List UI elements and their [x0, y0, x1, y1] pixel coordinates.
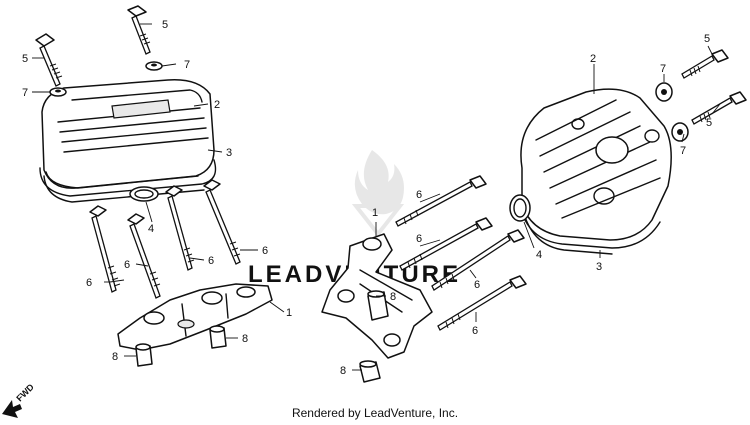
fwd-arrow-icon	[2, 400, 22, 418]
callout-left-stud-b: 6	[124, 259, 130, 271]
right-oring	[509, 194, 531, 222]
callout-left-holder: 1	[286, 307, 292, 319]
left-dowel-pin-b	[209, 325, 227, 349]
callout-right-holder: 1	[372, 207, 378, 219]
right-head-cover	[520, 88, 672, 241]
leader-lines	[32, 23, 721, 371]
left-dowel-pin-a	[135, 343, 153, 367]
callout-left-gasket: 3	[226, 147, 232, 159]
left-bolt-top-left	[35, 33, 63, 87]
callout-left-stud-a: 6	[86, 277, 92, 289]
left-stud-c	[165, 185, 195, 271]
right-stud-d	[437, 275, 527, 331]
callout-left-pin-b: 8	[242, 333, 248, 345]
callout-right-pin-a: 8	[390, 291, 396, 303]
left-head-cover	[41, 79, 215, 189]
right-cover-gasket	[519, 205, 661, 255]
callout-left-washer-right: 7	[184, 59, 190, 71]
callout-right-oring: 4	[536, 249, 542, 261]
right-stud-b	[399, 217, 493, 271]
callout-left-bolt-top-left: 5	[22, 53, 28, 65]
callout-right-stud-c: 6	[474, 279, 480, 291]
callout-right-gasket: 3	[596, 261, 602, 273]
left-washer-left	[49, 87, 67, 97]
callout-right-pin-b: 8	[340, 365, 346, 377]
left-oring	[129, 186, 159, 202]
watermark-flame-logo	[351, 150, 405, 238]
right-washer-top	[655, 82, 673, 102]
callout-right-stud-a: 6	[416, 189, 422, 201]
callout-right-stud-b: 6	[416, 233, 422, 245]
left-washer-right	[145, 61, 163, 71]
left-stud-b	[127, 213, 161, 299]
callout-left-bolt-top-mid: 5	[162, 19, 168, 31]
callout-left-cover: 2	[214, 99, 220, 111]
callout-left-stud-d: 6	[262, 245, 268, 257]
callout-left-stud-c: 6	[208, 255, 214, 267]
right-washer-mid	[671, 122, 689, 142]
left-stud-d	[203, 179, 241, 265]
callout-right-bolt-mid: 5	[706, 117, 712, 129]
callout-left-pin-a: 8	[112, 351, 118, 363]
right-dowel-pin-b	[359, 360, 381, 383]
fwd-label: FWD	[14, 381, 36, 403]
left-stud-a	[89, 205, 121, 293]
callout-right-stud-d: 6	[472, 325, 478, 337]
callout-right-washer-top: 7	[660, 63, 666, 75]
callout-left-oring: 4	[148, 223, 154, 235]
right-bolt-mid	[691, 91, 747, 125]
callout-labels: 5 5 7 7 2 3 4 6 6 6 6 1 8 8 2 5 5 7 7 4 …	[22, 19, 712, 377]
left-bolt-top-mid	[127, 5, 151, 55]
callout-right-washer-mid: 7	[680, 145, 686, 157]
right-dowel-pin-a	[367, 290, 389, 321]
right-stud-a	[395, 175, 487, 227]
right-bolt-top	[681, 49, 729, 79]
left-holder	[117, 283, 273, 351]
callout-right-cover: 2	[590, 53, 596, 65]
callout-left-washer-left: 7	[22, 87, 28, 99]
callout-right-bolt-top: 5	[704, 33, 710, 45]
footer-credit: Rendered by LeadVenture, Inc.	[291, 406, 459, 420]
right-stud-c	[431, 229, 525, 291]
